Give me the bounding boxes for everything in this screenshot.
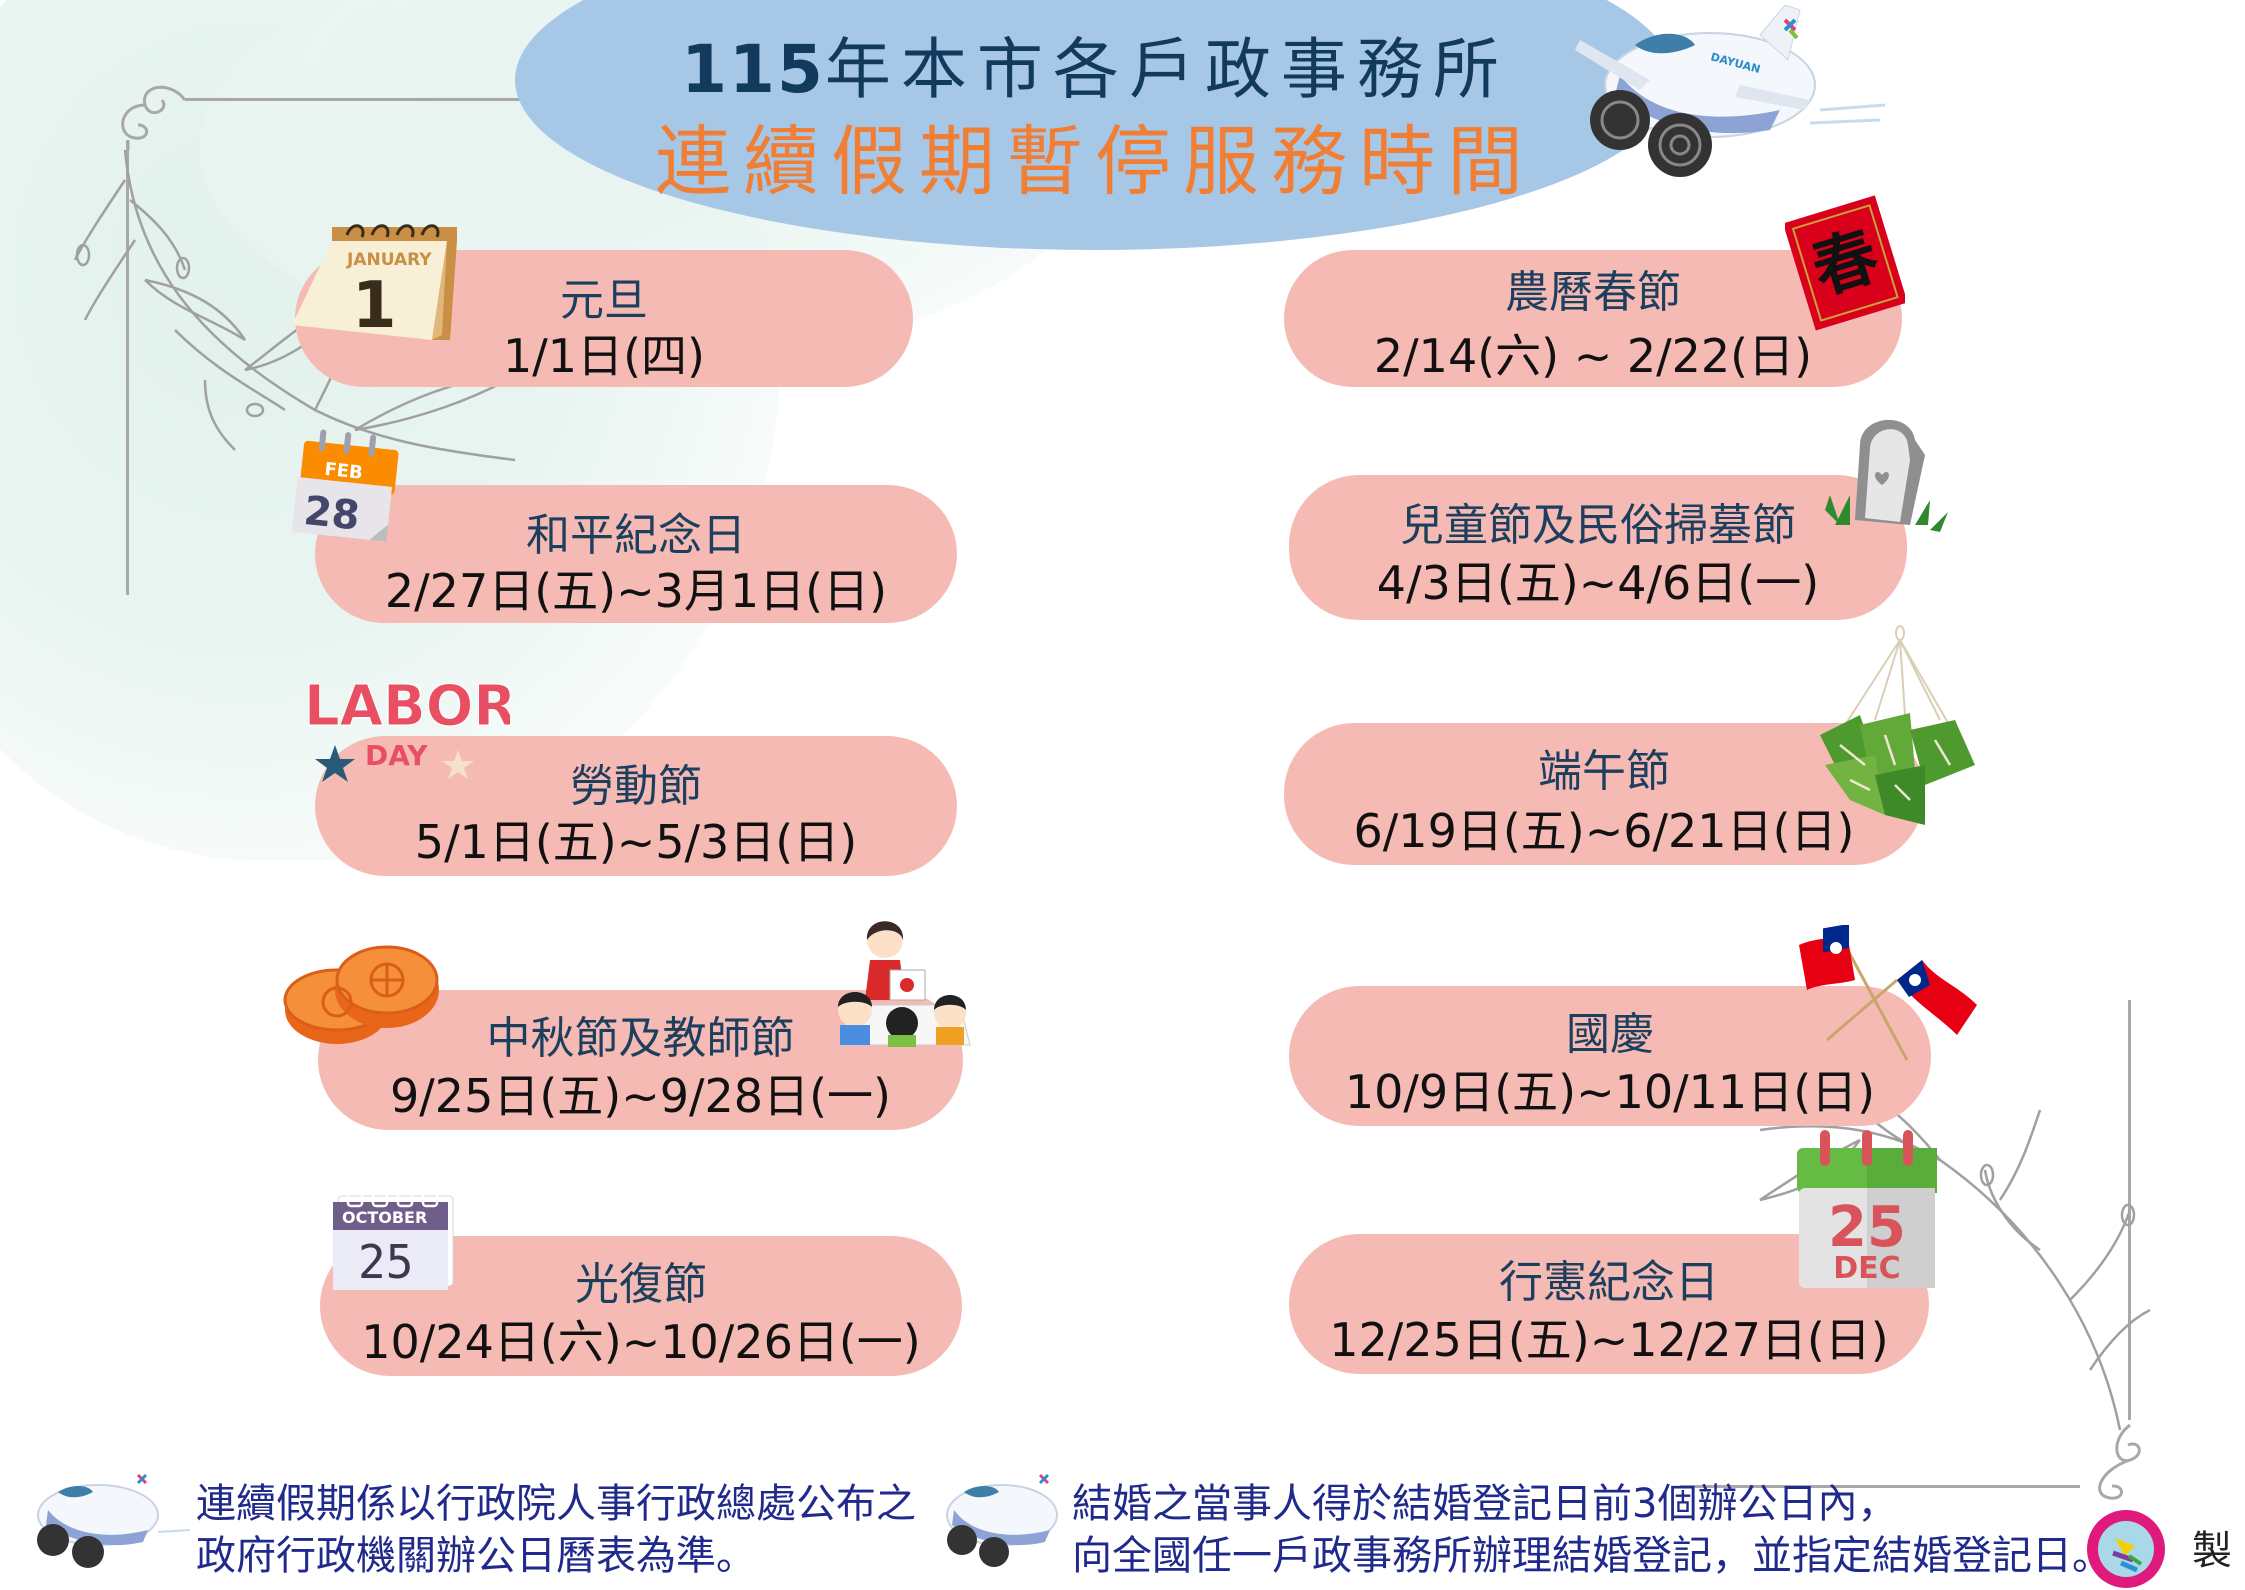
holiday-card-dragon-boat: 端午節 6/19日(五)~6/21日(日) bbox=[1284, 723, 1924, 865]
spring-couplet-icon: 春 bbox=[1785, 195, 1905, 331]
holiday-date: 5/1日(五)~5/3日(日) bbox=[414, 815, 858, 869]
labor-day-icon: LABOR DAY bbox=[304, 674, 510, 782]
holiday-date: 2/27日(五)~3月1日(日) bbox=[384, 564, 888, 618]
frame-top-line bbox=[185, 98, 525, 101]
frame-bottom-line bbox=[1680, 1485, 2080, 1488]
svg-text:25: 25 bbox=[358, 1235, 413, 1289]
footer-note-calendar-line2: 政府行政機關辦公日曆表為準。 bbox=[196, 1533, 756, 1579]
holiday-date: 2/14(六) ~ 2/22(日) bbox=[1373, 329, 1813, 383]
footer-note-calendar-line1: 連續假期係以行政院人事行政總處公布之 bbox=[196, 1481, 916, 1527]
mooncake-icon bbox=[283, 945, 439, 1044]
holiday-card-peace-memorial: 和平紀念日 2/27日(五)~3月1日(日) bbox=[315, 485, 957, 623]
page-title-line1: 115年本市各戶政事務所 bbox=[515, 16, 1675, 112]
october-25-calendar-icon: OCTOBER 25 bbox=[333, 1188, 454, 1290]
dec-25-calendar-icon: 25 DEC bbox=[1797, 1130, 1937, 1288]
holiday-name: 行憲紀念日 bbox=[1499, 1257, 1719, 1308]
holiday-date: 4/3日(五)~4/6日(一) bbox=[1376, 556, 1820, 610]
title-year: 115 bbox=[681, 31, 825, 108]
holiday-date: 10/9日(五)~10/11日(日) bbox=[1344, 1065, 1876, 1119]
footer-note-marriage-line2: 向全國任一戶政事務所辦理結婚登記，並指定結婚登記日。 bbox=[1072, 1533, 2112, 1579]
svg-text:DEC: DEC bbox=[1833, 1251, 1900, 1286]
footer-note-marriage: 結婚之當事人得於結婚登記日前3個辦公日內， 向全國任一戶政事務所辦理結婚登記，並… bbox=[1072, 1478, 2112, 1582]
holiday-name: 和平紀念日 bbox=[526, 510, 746, 561]
airplane-icon: DAYUAN bbox=[1575, 5, 1886, 177]
holiday-name: 中秋節及教師節 bbox=[486, 1013, 795, 1064]
footer-note-calendar: 連續假期係以行政院人事行政總處公布之 政府行政機關辦公日曆表為準。 bbox=[196, 1478, 916, 1582]
svg-text:FEB: FEB bbox=[323, 459, 363, 484]
holiday-date: 6/19日(五)~6/21日(日) bbox=[1353, 804, 1855, 858]
svg-text:DAY: DAY bbox=[365, 739, 428, 772]
holiday-date: 1/1日(四) bbox=[503, 329, 705, 383]
credit-made-by: 製 bbox=[2192, 1528, 2232, 1574]
holiday-name: 端午節 bbox=[1538, 746, 1670, 797]
holiday-card-childrens-tomb-sweeping: 兒童節及民俗掃墓節 4/3日(五)~4/6日(一) bbox=[1289, 475, 1907, 620]
holiday-name: 兒童節及民俗掃墓節 bbox=[1400, 500, 1796, 551]
flourish-bottom-right-icon bbox=[2098, 1423, 2141, 1500]
household-office-logo-icon bbox=[2087, 1510, 2165, 1588]
january-1-calendar-icon: JANUARY 1 bbox=[292, 224, 457, 343]
frame-left-line bbox=[126, 140, 129, 595]
small-airplane-icon-right bbox=[946, 1473, 1058, 1567]
page-title-line2: 連續假期暫停服務時間 bbox=[655, 117, 1535, 206]
svg-text:28: 28 bbox=[302, 488, 362, 540]
holiday-card-national-day: 國慶 10/9日(五)~10/11日(日) bbox=[1289, 986, 1931, 1126]
svg-text:LABOR: LABOR bbox=[304, 674, 510, 739]
svg-text:25: 25 bbox=[1828, 1195, 1906, 1260]
holiday-date: 9/25日(五)~9/28日(一) bbox=[390, 1069, 891, 1123]
svg-text:JANUARY: JANUARY bbox=[346, 250, 432, 270]
zongzi-icon bbox=[1820, 625, 1975, 825]
svg-text:OCTOBER: OCTOBER bbox=[342, 1208, 427, 1227]
holiday-name: 國慶 bbox=[1566, 1009, 1654, 1060]
small-airplane-icon-left bbox=[37, 1473, 191, 1568]
teacher-students-icon bbox=[838, 921, 971, 1047]
holiday-date: 10/24日(六)~10/26日(一) bbox=[361, 1315, 921, 1369]
holiday-name: 光復節 bbox=[575, 1259, 707, 1310]
tombstone-icon bbox=[1825, 419, 1948, 532]
title-line1-text: 年本市各戶政事務所 bbox=[824, 31, 1509, 108]
holiday-card-labor-day: 勞動節 5/1日(五)~5/3日(日) bbox=[315, 736, 957, 876]
holiday-name: 農曆春節 bbox=[1505, 267, 1681, 318]
taiwan-flags-icon bbox=[1799, 925, 1977, 1061]
holiday-card-retrocession-day: 光復節 10/24日(六)~10/26日(一) bbox=[320, 1236, 962, 1376]
feb-28-calendar-icon: FEB 28 bbox=[291, 429, 399, 542]
holiday-name: 元旦 bbox=[560, 275, 648, 326]
footer-note-marriage-line1: 結婚之當事人得於結婚登記日前3個辦公日內， bbox=[1072, 1481, 1898, 1527]
holiday-name: 勞動節 bbox=[570, 761, 702, 812]
flourish-top-left-icon bbox=[121, 85, 187, 150]
holiday-date: 12/25日(五)~12/27日(日) bbox=[1329, 1313, 1889, 1367]
svg-text:1: 1 bbox=[352, 269, 397, 343]
